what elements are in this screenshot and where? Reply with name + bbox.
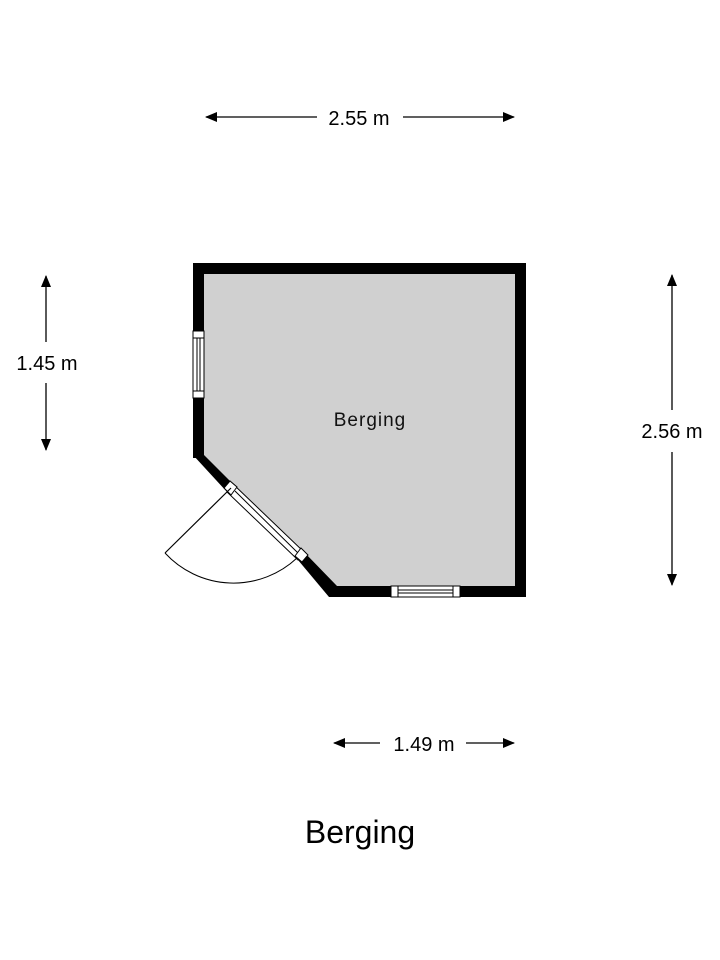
wall-diagonal-lower: [298, 552, 337, 597]
room-floor: [204, 274, 515, 587]
dimension-left: 1.45 m: [16, 275, 78, 451]
dimension-left-label: 1.45 m: [16, 353, 77, 375]
dimension-top-label: 2.55 m: [328, 108, 389, 130]
dimension-top: 2.55 m: [205, 108, 515, 130]
wall-right: [515, 263, 526, 597]
room-label: Berging: [334, 410, 407, 431]
dimension-right: 2.56 m: [641, 274, 703, 586]
door-swing-arc: [164, 552, 298, 584]
wall-bottom-left: [329, 586, 391, 597]
plan-title: Berging: [305, 814, 415, 850]
wall-left-upper: [193, 263, 204, 331]
wall-bottom-right: [460, 586, 526, 597]
wall-left-lower: [193, 398, 204, 458]
window-left: [192, 330, 205, 399]
walls: [193, 263, 526, 597]
door-leaf: [164, 487, 232, 554]
wall-diagonal-upper: [193, 455, 233, 492]
wall-top: [193, 263, 526, 274]
window-bottom: [390, 585, 461, 598]
dimension-right-label: 2.56 m: [641, 421, 702, 443]
dimension-bottom-label: 1.49 m: [393, 734, 454, 756]
dimension-bottom: 1.49 m: [333, 734, 515, 756]
door: [164, 480, 309, 584]
